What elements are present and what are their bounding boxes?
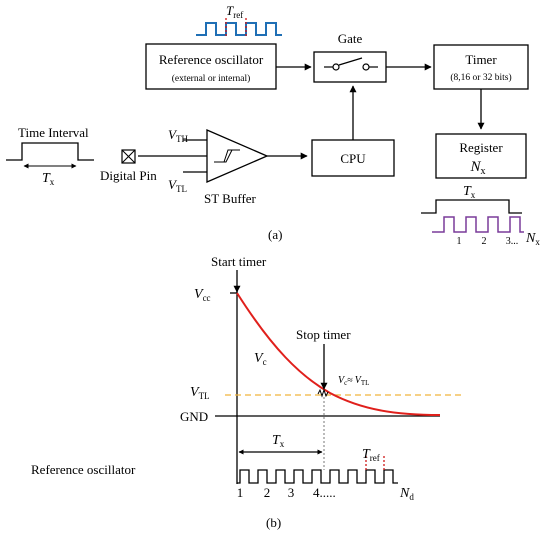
gnd-label: GND xyxy=(180,409,208,424)
caption-a: (a) xyxy=(268,227,282,242)
count-waveform: Tx 1 2 3... Nx xyxy=(421,184,540,247)
count-tick-1: 1 xyxy=(457,236,462,247)
vcc-label: Vcc xyxy=(194,287,211,303)
tref-label-a: Tref xyxy=(226,3,243,20)
digital-pin-icon xyxy=(121,149,136,164)
timer-title: Timer xyxy=(465,52,497,67)
tick-2: 2 xyxy=(264,485,271,500)
tick-1: 1 xyxy=(237,485,244,500)
cpu-box: CPU xyxy=(311,139,395,177)
tick-4: 4..... xyxy=(313,485,336,500)
ref-osc-label-b: Reference oscillator xyxy=(31,462,136,477)
vc-label: Vc xyxy=(254,351,267,367)
ref-osc-subtitle: (external or internal) xyxy=(172,73,251,84)
vtl-label-a: VTL xyxy=(168,177,187,194)
stop-timer-label: Stop timer xyxy=(296,327,351,342)
caption-b: (b) xyxy=(266,515,281,530)
noise-glitch-icon xyxy=(317,388,329,398)
timer-box: Timer (8,16 or 32 bits) xyxy=(433,44,529,90)
ref-osc-title: Reference oscillator xyxy=(159,52,264,67)
tx-label-b: Tx xyxy=(272,433,285,449)
time-interval-pulse: Time Interval Tx xyxy=(6,125,94,187)
cpu-label: CPU xyxy=(340,151,366,166)
tx-label-a: Tx xyxy=(42,171,55,187)
ref-oscillator-box: Reference oscillator (external or intern… xyxy=(145,43,277,90)
st-buffer: ST Buffer xyxy=(204,129,269,206)
vth-label-a: VTH xyxy=(168,127,188,144)
timer-subtitle: (8,16 or 32 bits) xyxy=(450,72,511,83)
vc-discharge-curve xyxy=(236,292,441,416)
count-nx-label: Nx xyxy=(525,231,540,247)
nd-label: Nd xyxy=(399,486,414,502)
time-interval-label: Time Interval xyxy=(18,125,89,140)
register-symbol: Nx xyxy=(469,159,485,177)
gate-label: Gate xyxy=(338,31,363,46)
ref-clock-waveform: Tref xyxy=(196,3,282,38)
tick-3: 3 xyxy=(288,485,295,500)
register-title: Register xyxy=(459,140,503,155)
vc-approx-vtl: Vc≈VTL xyxy=(338,375,369,387)
count-tx-label: Tx xyxy=(463,184,476,200)
tref-label-b: Tref xyxy=(362,447,380,463)
ref-osc-square-wave xyxy=(237,469,398,484)
count-tick-2: 2 xyxy=(482,236,487,247)
part-a-block-diagram: Tref Reference oscillator (external or i… xyxy=(6,3,540,247)
register-box: Register Nx xyxy=(435,133,527,179)
gate-block: Gate xyxy=(313,31,387,83)
digital-pin-label: Digital Pin xyxy=(100,168,157,183)
count-tick-3: 3... xyxy=(506,236,519,247)
st-buffer-label: ST Buffer xyxy=(204,191,257,206)
start-timer-label: Start timer xyxy=(211,254,267,269)
part-b-discharge-plot: Start timer Vcc VTL GND Vc Stop timer Vc… xyxy=(31,254,462,530)
vtl-label-b: VTL xyxy=(190,385,210,401)
